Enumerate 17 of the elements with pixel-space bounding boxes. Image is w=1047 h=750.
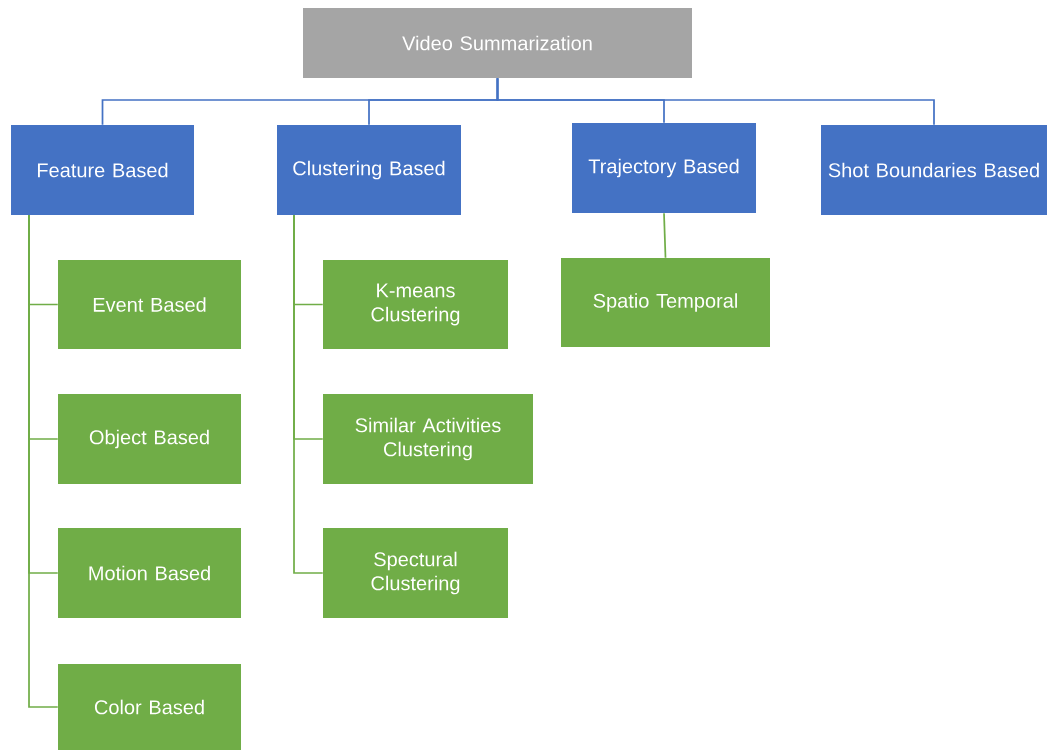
method-box: Object Based	[58, 394, 241, 484]
method-box: Event Based	[58, 260, 241, 349]
category-box: Trajectory Based	[572, 123, 756, 213]
method-box: Spectural Clustering	[323, 528, 508, 618]
category-box: Shot Boundaries Based	[821, 125, 1047, 215]
method-box: K-means Clustering	[323, 260, 508, 349]
category-box: Clustering Based	[277, 125, 461, 215]
method-box: Motion Based	[58, 528, 241, 618]
connector-line	[663, 212, 667, 259]
category-box: Feature Based	[11, 125, 194, 215]
connector-line	[28, 214, 59, 708]
connector-line	[496, 77, 935, 126]
method-box: Spatio Temporal	[561, 258, 770, 347]
connector-line	[293, 214, 324, 574]
method-box: Similar Activities Clustering	[323, 394, 533, 484]
root-box: Video Summarization	[303, 8, 692, 78]
method-box: Color Based	[58, 664, 241, 750]
